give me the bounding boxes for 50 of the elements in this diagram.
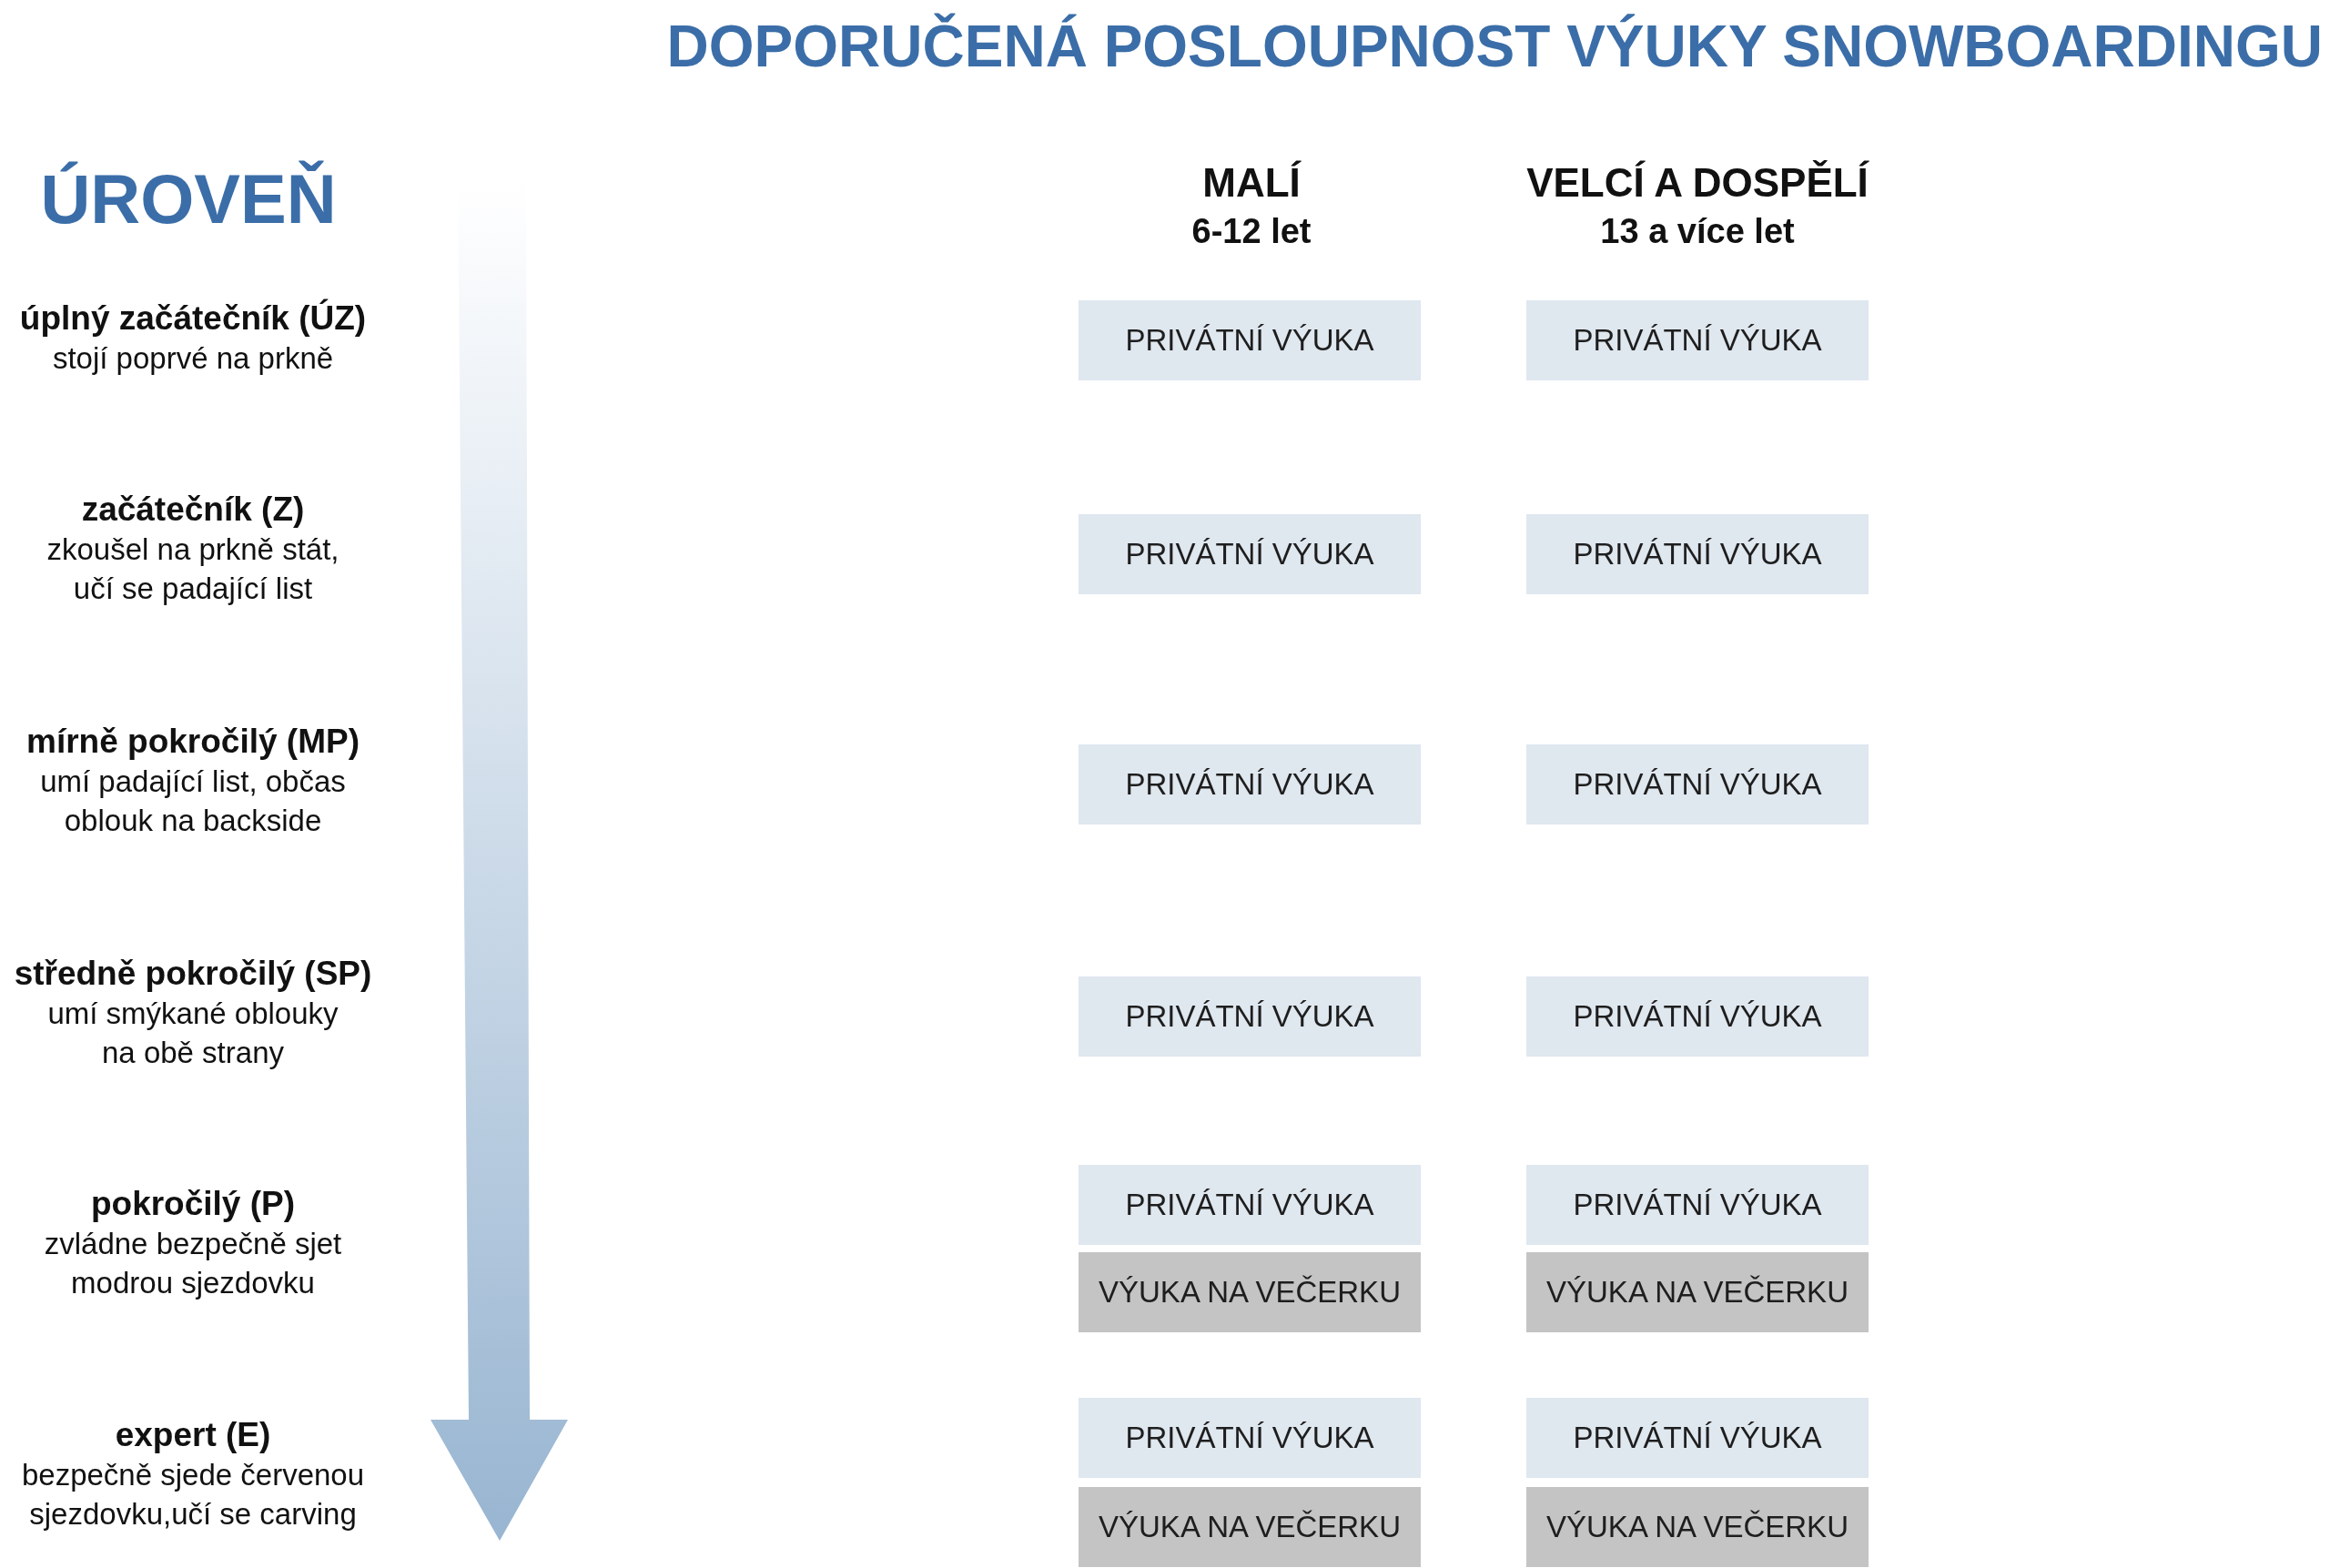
box-label: PRIVÁTNÍ VÝUKA xyxy=(1573,999,1822,1034)
private-lesson-box xyxy=(1526,744,1869,824)
box-label: PRIVÁTNÍ VÝUKA xyxy=(1573,1421,1822,1455)
private-lesson-box xyxy=(1079,1165,1421,1245)
level-description: stojí poprvé na prkně xyxy=(51,340,335,377)
level-description: zvládne bezpečně sjet modrou sjezdovku xyxy=(43,1226,343,1301)
private-lesson-box xyxy=(1079,1398,1421,1478)
level-name: pokročilý (P) xyxy=(89,1184,297,1224)
level-description: umí smýkané oblouky na obě strany xyxy=(46,996,339,1071)
private-lesson-box xyxy=(1526,1165,1869,1245)
private-lesson-box xyxy=(1079,300,1421,380)
box-label: VÝUKA NA VEČERKU xyxy=(1546,1510,1849,1544)
private-lesson-box xyxy=(1526,976,1869,1057)
box-label: VÝUKA NA VEČERKU xyxy=(1546,1275,1849,1310)
box-label: VÝUKA NA VEČERKU xyxy=(1099,1275,1401,1310)
age-range: 6-12 let xyxy=(1191,211,1312,252)
level-name: středně pokročilý (SP) xyxy=(13,954,373,994)
level-description: zkoušel na prkně stát, učí se padající list xyxy=(46,531,340,607)
box-label: PRIVÁTNÍ VÝUKA xyxy=(1125,999,1374,1034)
box-label: PRIVÁTNÍ VÝUKA xyxy=(1573,537,1822,572)
box-label: PRIVÁTNÍ VÝUKA xyxy=(1125,1421,1374,1455)
box-label: PRIVÁTNÍ VÝUKA xyxy=(1125,323,1374,358)
box-label: PRIVÁTNÍ VÝUKA xyxy=(1573,1188,1822,1222)
level-name: expert (E) xyxy=(114,1415,272,1455)
level-name: mírně pokročilý (MP) xyxy=(25,722,360,762)
evening-lesson-box xyxy=(1526,1487,1869,1567)
box-label: PRIVÁTNÍ VÝUKA xyxy=(1573,323,1822,358)
column-heading: MALÍ xyxy=(1202,159,1301,207)
evening-lesson-box xyxy=(1526,1252,1869,1332)
box-label: VÝUKA NA VEČERKU xyxy=(1099,1510,1401,1544)
level-description: bezpečně sjede červenou sjezdovku,učí se carving xyxy=(20,1457,366,1533)
box-label: PRIVÁTNÍ VÝUKA xyxy=(1125,1188,1374,1222)
evening-lesson-box xyxy=(1079,1487,1421,1567)
title: DOPORUČENÁ POSLOUPNOST VÝUKY SNOWBOARDINGU xyxy=(666,13,2323,80)
private-lesson-box xyxy=(1526,514,1869,594)
box-label: PRIVÁTNÍ VÝUKA xyxy=(1125,537,1374,572)
level-description: umí padající list, občas oblouk na backside xyxy=(39,764,347,839)
private-lesson-box xyxy=(1079,514,1421,594)
evening-lesson-box xyxy=(1079,1252,1421,1332)
box-label: PRIVÁTNÍ VÝUKA xyxy=(1125,767,1374,802)
private-lesson-box xyxy=(1526,1398,1869,1478)
column-heading: VELCÍ A DOSPĚLÍ xyxy=(1526,159,1869,207)
level-name: začátečník (Z) xyxy=(80,490,306,530)
age-range: 13 a více let xyxy=(1600,211,1795,252)
private-lesson-box xyxy=(1079,976,1421,1057)
private-lesson-box xyxy=(1079,744,1421,824)
heading: ÚROVEŇ xyxy=(40,159,337,239)
box-label: PRIVÁTNÍ VÝUKA xyxy=(1573,767,1822,802)
private-lesson-box xyxy=(1526,300,1869,380)
level-name: úplný začátečník (ÚZ) xyxy=(18,298,368,339)
